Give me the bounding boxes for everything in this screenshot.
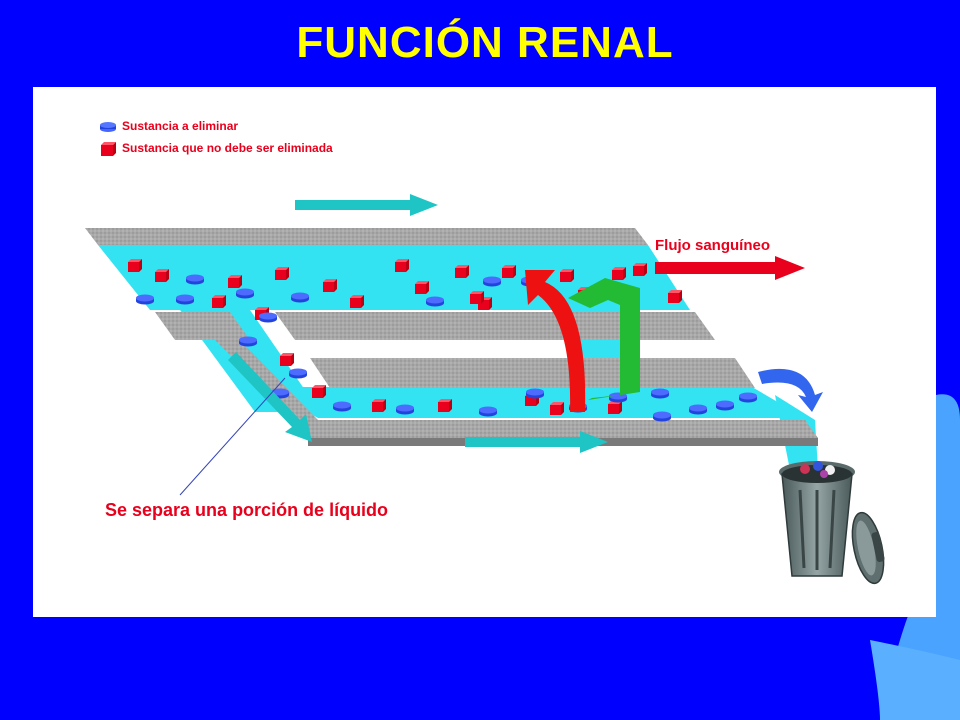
keep-particle: [395, 259, 409, 272]
keep-particle: [560, 269, 574, 282]
keep-particle: [128, 259, 142, 272]
waste-particle: [479, 406, 497, 417]
channel-walls: [85, 228, 818, 446]
keep-particle: [155, 269, 169, 282]
keep-particle: [212, 295, 226, 308]
waste-particle: [653, 411, 671, 422]
keep-particle: [275, 267, 289, 280]
page-title: FUNCIÓN RENAL: [296, 18, 674, 67]
reabsorption-arrow-red: [525, 270, 586, 412]
waste-particle: [396, 404, 414, 415]
legend: [100, 122, 116, 156]
waste-particle: [716, 400, 734, 411]
waste-particle: [259, 312, 277, 323]
blood-flow-arrow: [655, 256, 805, 280]
flow-arrow-top: [295, 194, 438, 216]
waste-particle: [176, 294, 194, 305]
keep-particle: [633, 263, 647, 276]
keep-particle: [438, 399, 452, 412]
inner-middle-wall: [310, 358, 755, 388]
legend-keep-label: Sustancia que no debe ser eliminada: [122, 141, 333, 155]
separation-pointer-line: [179, 377, 286, 496]
waste-particle: [236, 288, 254, 299]
keep-particle: [350, 295, 364, 308]
keep-particle: [608, 401, 622, 414]
waste-particle: [289, 368, 307, 379]
diagram-panel: [33, 87, 936, 617]
corner-swoosh-lower: [870, 640, 960, 720]
keep-particle: [280, 353, 294, 366]
legend-eliminate-label: Sustancia a eliminar: [122, 119, 239, 133]
waste-particle: [333, 401, 351, 412]
blood-flow-label: Flujo sanguíneo: [655, 237, 770, 254]
waste-particle: [689, 404, 707, 415]
waste-particle: [186, 274, 204, 285]
trash-can-icon: [779, 461, 885, 585]
flow-arrows: [228, 194, 805, 453]
reabsorption-arrow-green: [568, 278, 640, 400]
keep-particle: [668, 290, 682, 303]
keep-particle: [372, 399, 386, 412]
waste-particle: [483, 276, 501, 287]
keep-particle: [612, 267, 626, 280]
bottom-wall: [295, 420, 818, 438]
waste-particle: [426, 296, 444, 307]
waste-particle: [739, 392, 757, 403]
reabsorption-arrows: [525, 270, 640, 412]
keep-particle: [455, 265, 469, 278]
inner-top-wall: [275, 312, 715, 340]
keep-particle: [470, 291, 484, 304]
flow-arrow-diagonal: [228, 352, 312, 442]
waste-particle: [651, 388, 669, 399]
keep-particle: [228, 275, 242, 288]
flow-arrow-bottom: [465, 431, 608, 453]
waste-particle: [291, 292, 309, 303]
left-diagonal-wall: [205, 330, 318, 420]
keep-particle: [502, 265, 516, 278]
waste-particle: [526, 388, 544, 399]
corner-swoosh: [880, 394, 960, 720]
top-wall: [85, 228, 648, 245]
separation-label: Se separa una porción de líquido: [105, 500, 389, 520]
waste-particle: [239, 336, 257, 347]
legend-eliminate-icon: [100, 122, 116, 132]
curved-arrow-icon: [758, 368, 823, 412]
keep-particle: [415, 281, 429, 294]
keep-particle: [323, 279, 337, 292]
waste-particle: [136, 294, 154, 305]
legend-keep-icon: [101, 142, 116, 156]
keep-particle: [550, 402, 564, 415]
particles: [128, 259, 757, 422]
keep-particle: [312, 385, 326, 398]
